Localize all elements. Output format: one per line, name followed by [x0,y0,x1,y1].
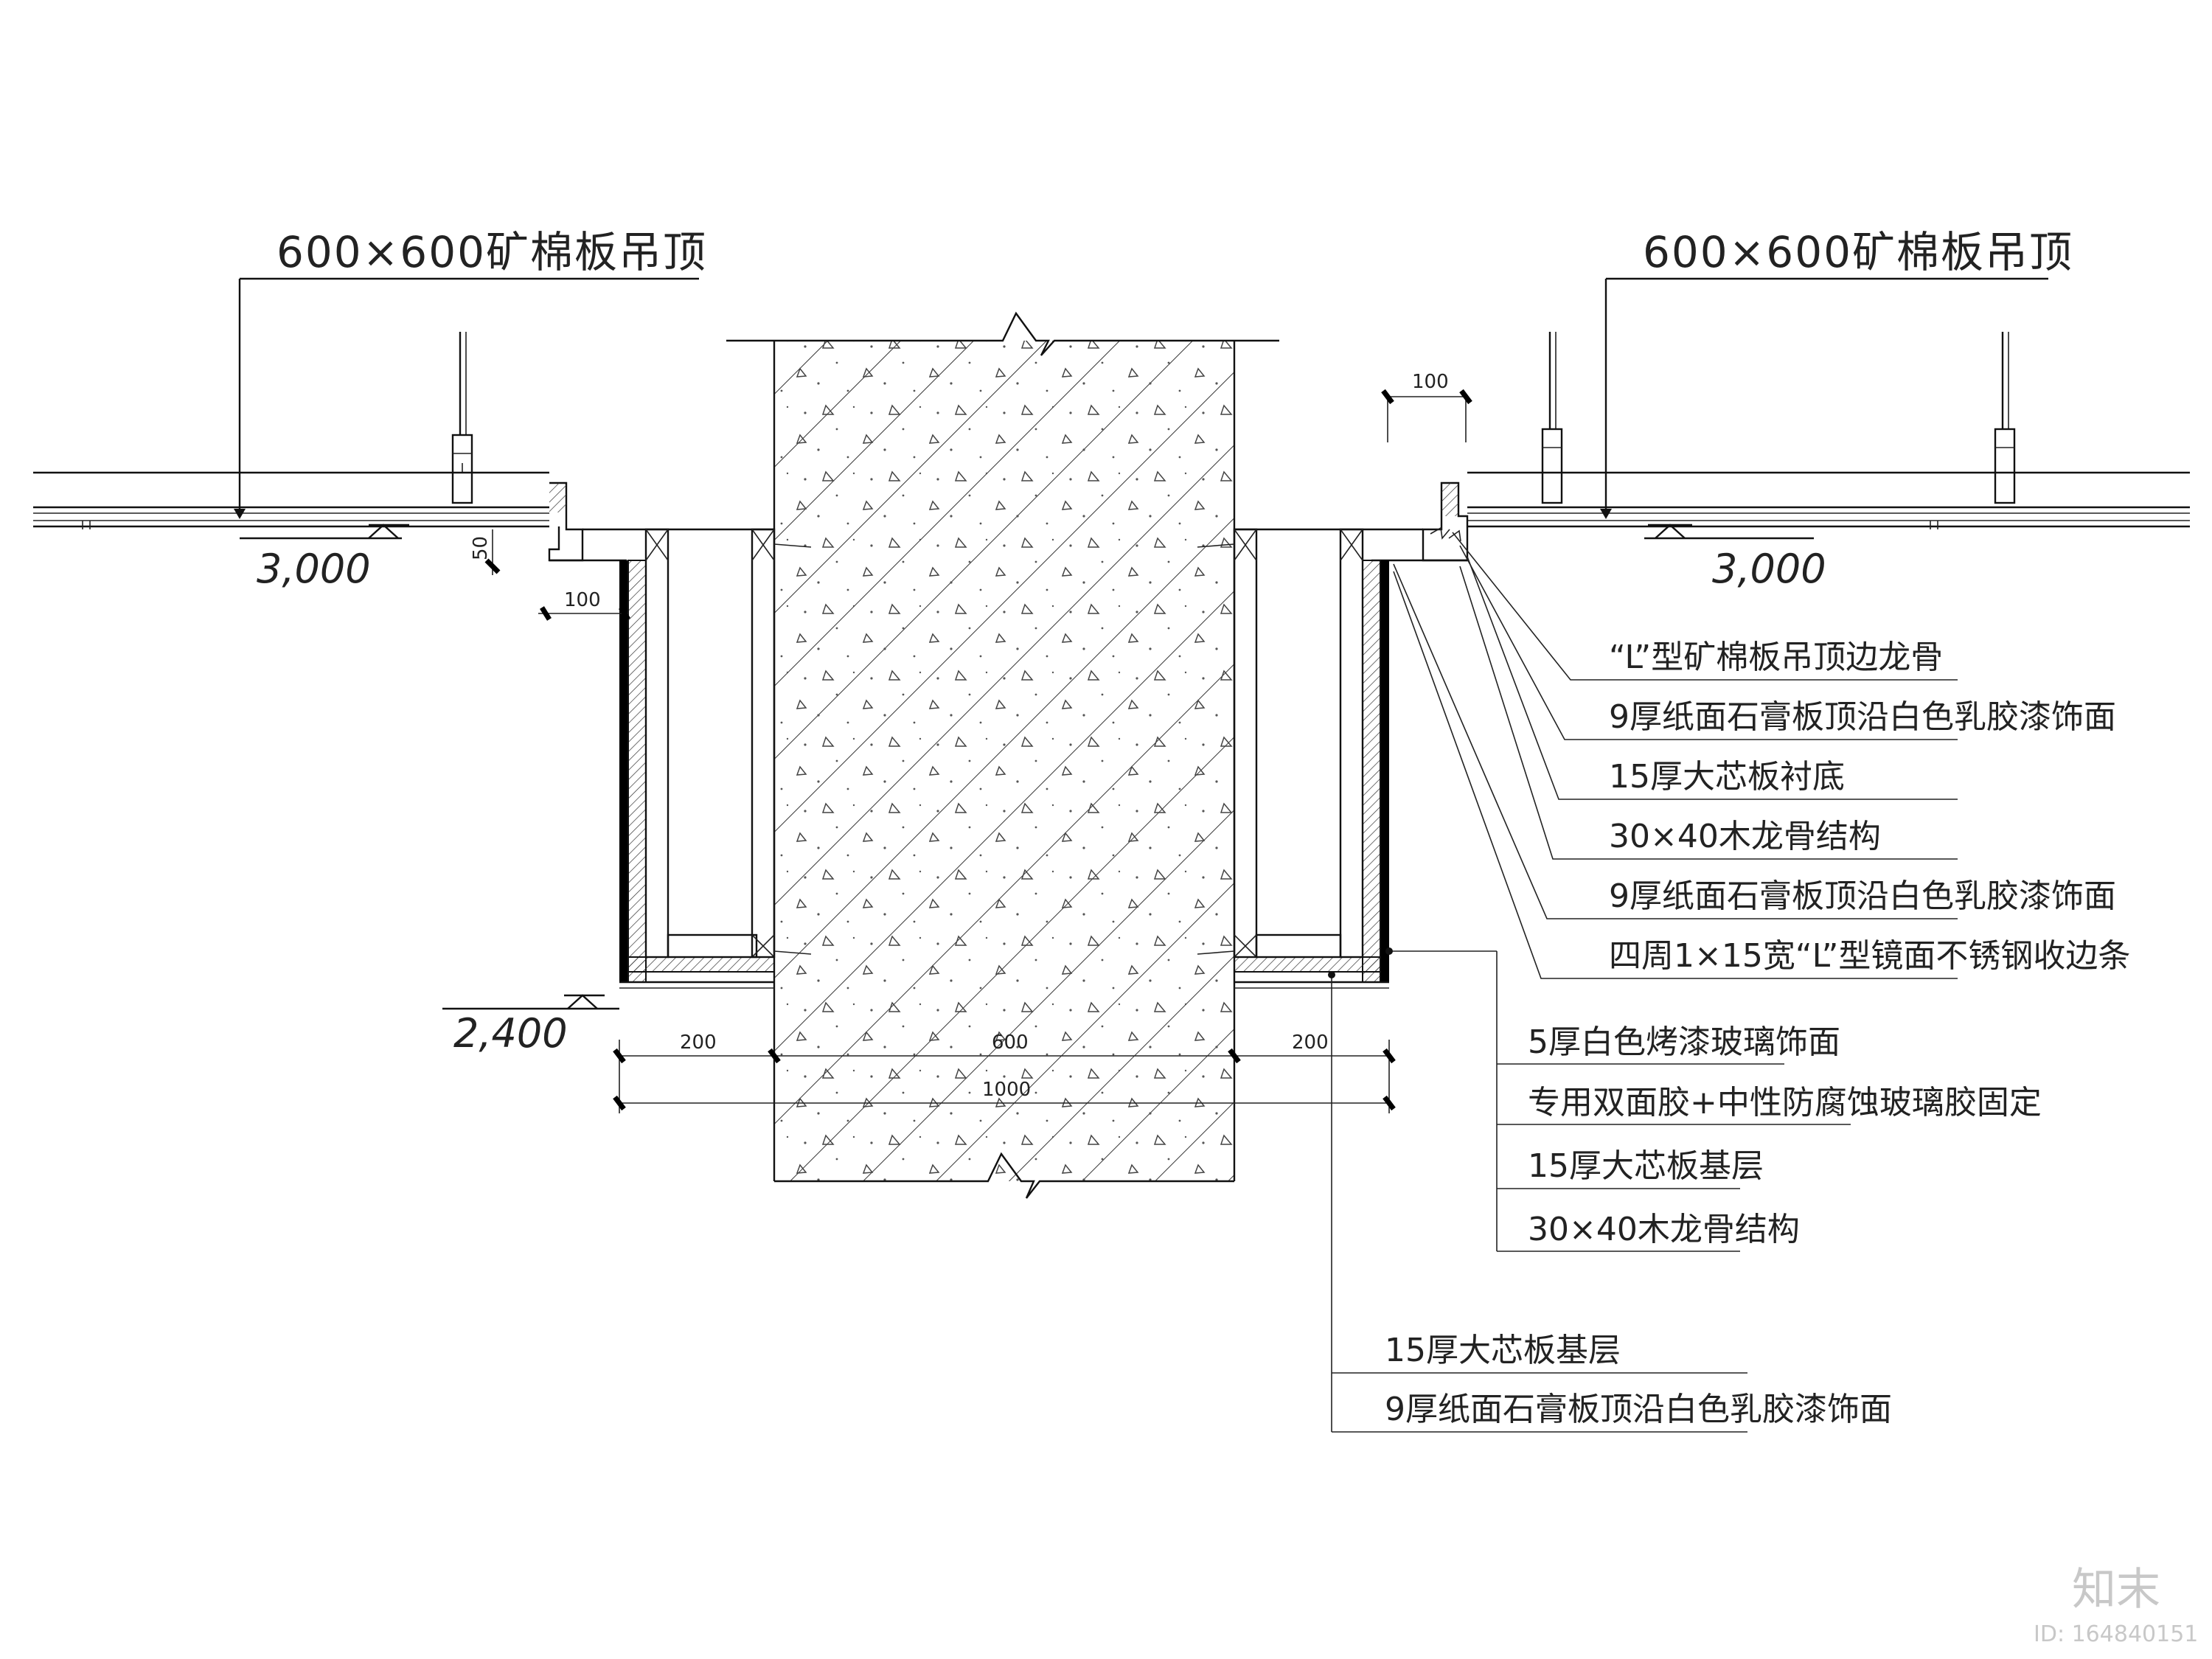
dimension-chain-upper: 200 600 200 [613,1032,1396,1113]
dim-left-side-label: 200 [680,1032,717,1054]
left-ceiling-panel [33,471,549,529]
dimension-left-return: 100 [538,589,630,621]
elevation-marker-soffit: 2,400 [442,994,619,1057]
callout-glass-finish: 5厚白色烤漆玻璃饰面 [1528,1023,1840,1061]
elevation-soffit-label: 2,400 [453,1010,568,1057]
elevation-left-label: 3,000 [257,546,371,592]
right-ceiling-title: 600×600矿棉板吊顶 [1643,227,2073,277]
right-ceiling-callout: 600×600矿棉板吊顶 [1600,227,2073,519]
callout-bottom-core-board: 15厚大芯板基层 [1385,1332,1621,1369]
elevation-marker-right: 3,000 [1644,524,1826,592]
right-column-cladding [1197,481,1469,989]
concrete-column [726,311,1279,1199]
dimension-right-return: 100 [1381,371,1472,442]
watermark: 知末 ID: 164840151 [2034,1564,2198,1647]
elevation-right-label: 3,000 [1712,546,1826,592]
callout-bottom-gypsum-board: 9厚纸面石膏板顶沿白色乳胶漆饰面 [1385,1391,1892,1428]
callout-l-edge-keel: “L”型矿棉板吊顶边龙骨 [1609,639,1943,676]
callout-steel-trim: 四周1×15宽“L”型镜面不锈钢收边条 [1609,937,2130,975]
callout-timber-keel-1: 30×40木龙骨结构 [1609,818,1881,855]
callout-gypsum-board-1: 9厚纸面石膏板顶沿白色乳胶漆饰面 [1609,698,2116,736]
left-ceiling-callout: 600×600矿棉板吊顶 [234,227,707,519]
dim-step-height-label: 50 [470,536,492,560]
left-ceiling-title: 600×600矿棉板吊顶 [276,227,707,277]
left-column-cladding [548,481,812,989]
dim-left-return-label: 100 [564,589,601,611]
dim-right-return-label: 100 [1412,371,1449,393]
callout-core-board-backing: 15厚大芯板衬底 [1609,758,1845,796]
callout-gypsum-board-2: 9厚纸面石膏板顶沿白色乳胶漆饰面 [1609,877,2116,915]
callout-core-board-base: 15厚大芯板基层 [1528,1147,1764,1185]
ceiling-hanger [1994,332,2016,504]
callout-timber-keel-2: 30×40木龙骨结构 [1528,1211,1800,1248]
callout-group-right-upper: “L”型矿棉板吊顶边龙骨 9厚纸面石膏板顶沿白色乳胶漆饰面 15厚大芯板衬底 3… [1393,526,2130,979]
right-ceiling-panel [1467,471,2190,529]
callout-group-right-middle: 5厚白色烤漆玻璃饰面 专用双面胶+中性防腐蚀玻璃胶固定 15厚大芯板基层 30×… [1385,947,2042,1252]
callout-adhesive: 专用双面胶+中性防腐蚀玻璃胶固定 [1528,1084,2042,1121]
watermark-id: ID: 164840151 [2034,1621,2198,1647]
watermark-logo: 知末 [2072,1564,2160,1615]
dim-right-side-label: 200 [1292,1032,1329,1054]
dim-total-label: 1000 [982,1079,1031,1101]
ceiling-hanger [451,332,473,504]
dimension-chain-total: 1000 [613,1079,1396,1111]
elevation-marker-left: 3,000 [240,524,409,592]
ceiling-hanger [1541,332,1563,504]
dim-column-label: 600 [992,1032,1029,1054]
callout-group-bottom: 15厚大芯板基层 9厚纸面石膏板顶沿白色乳胶漆饰面 [1328,971,1892,1433]
dimension-step-height: 50 [470,529,501,575]
